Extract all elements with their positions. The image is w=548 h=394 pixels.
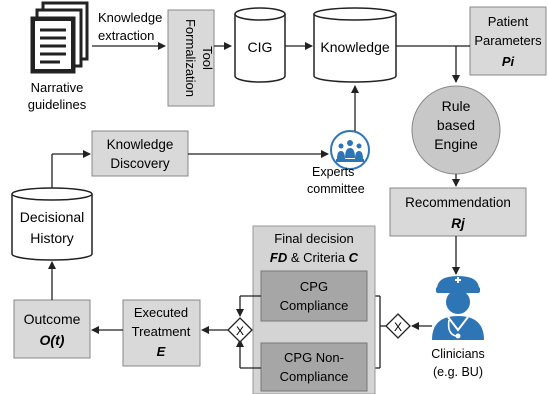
cpg-compliance-label-2: Compliance bbox=[280, 298, 349, 313]
final-decision-var-fd: FD bbox=[270, 250, 288, 265]
clinicians-label-2: (e.g. BU) bbox=[433, 365, 483, 379]
recommendation-var: Rj bbox=[451, 216, 465, 231]
extraction-label-1: Knowledge bbox=[98, 10, 162, 25]
right-gateway-symbol: X bbox=[394, 320, 402, 334]
final-decision-mid: & Criteria bbox=[287, 250, 348, 265]
engine-label-1: Rule bbox=[442, 98, 471, 114]
documents-icon bbox=[30, 1, 89, 74]
executed-label-1: Executed bbox=[134, 305, 188, 320]
formalization-label-2: Tool bbox=[200, 46, 215, 70]
left-gateway-symbol: X bbox=[236, 324, 244, 338]
left-gateway: X bbox=[227, 317, 253, 343]
patient-parameters-box bbox=[469, 6, 547, 76]
clinician-icon bbox=[432, 276, 484, 340]
clinicians-label-1: Clinicians bbox=[431, 347, 485, 361]
outcome-box bbox=[13, 299, 91, 359]
formalization-tool-box bbox=[167, 9, 215, 107]
cig-database bbox=[234, 7, 286, 83]
cpg-compliance-box bbox=[260, 270, 368, 322]
knowledge-label: Knowledge bbox=[320, 39, 389, 55]
history-label-2: History bbox=[30, 230, 74, 246]
engine-label-3: Engine bbox=[434, 136, 478, 152]
knowledge-database bbox=[313, 7, 397, 83]
formalization-label-1: Formalization bbox=[183, 19, 198, 97]
cpg-noncompliance-box bbox=[260, 342, 368, 392]
extraction-label-2: extraction bbox=[98, 28, 154, 43]
experts-group-icon bbox=[330, 130, 370, 170]
discovery-label-2: Discovery bbox=[110, 156, 170, 171]
narrative-label-1: Narrative bbox=[31, 80, 84, 95]
right-gateway: X bbox=[385, 313, 411, 339]
executed-label-2: Treatment bbox=[132, 324, 191, 339]
executed-var: E bbox=[157, 344, 166, 359]
discovery-label-1: Knowledge bbox=[107, 137, 174, 152]
cpg-noncompliance-label-2: Compliance bbox=[280, 369, 349, 384]
outcome-label: Outcome bbox=[24, 311, 81, 327]
history-label-1: Decisional bbox=[20, 209, 85, 225]
patient-label-2: Parameters bbox=[474, 33, 542, 48]
cpg-noncompliance-label-1: CPG Non- bbox=[284, 350, 344, 365]
cpg-compliance-label-1: CPG bbox=[300, 279, 328, 294]
outcome-var: O(t) bbox=[40, 332, 65, 348]
cig-label: CIG bbox=[248, 39, 273, 55]
narrative-label-2: guidelines bbox=[28, 97, 87, 112]
patient-var: Pi bbox=[502, 54, 515, 69]
final-decision-criteria: FD & Criteria C bbox=[270, 250, 359, 265]
final-decision-var-c: C bbox=[349, 250, 359, 265]
executed-treatment-box bbox=[122, 299, 201, 367]
knowledge-discovery-box bbox=[91, 130, 189, 177]
experts-label-1: Experts bbox=[312, 165, 354, 179]
decisional-history-database bbox=[11, 187, 93, 261]
final-decision-label: Final decision bbox=[274, 231, 354, 246]
recommendation-box bbox=[389, 187, 527, 237]
patient-label-1: Patient bbox=[488, 14, 529, 29]
experts-label-2: committee bbox=[307, 182, 365, 196]
recommendation-label: Recommendation bbox=[405, 195, 511, 210]
engine-label-2: based bbox=[437, 117, 475, 133]
